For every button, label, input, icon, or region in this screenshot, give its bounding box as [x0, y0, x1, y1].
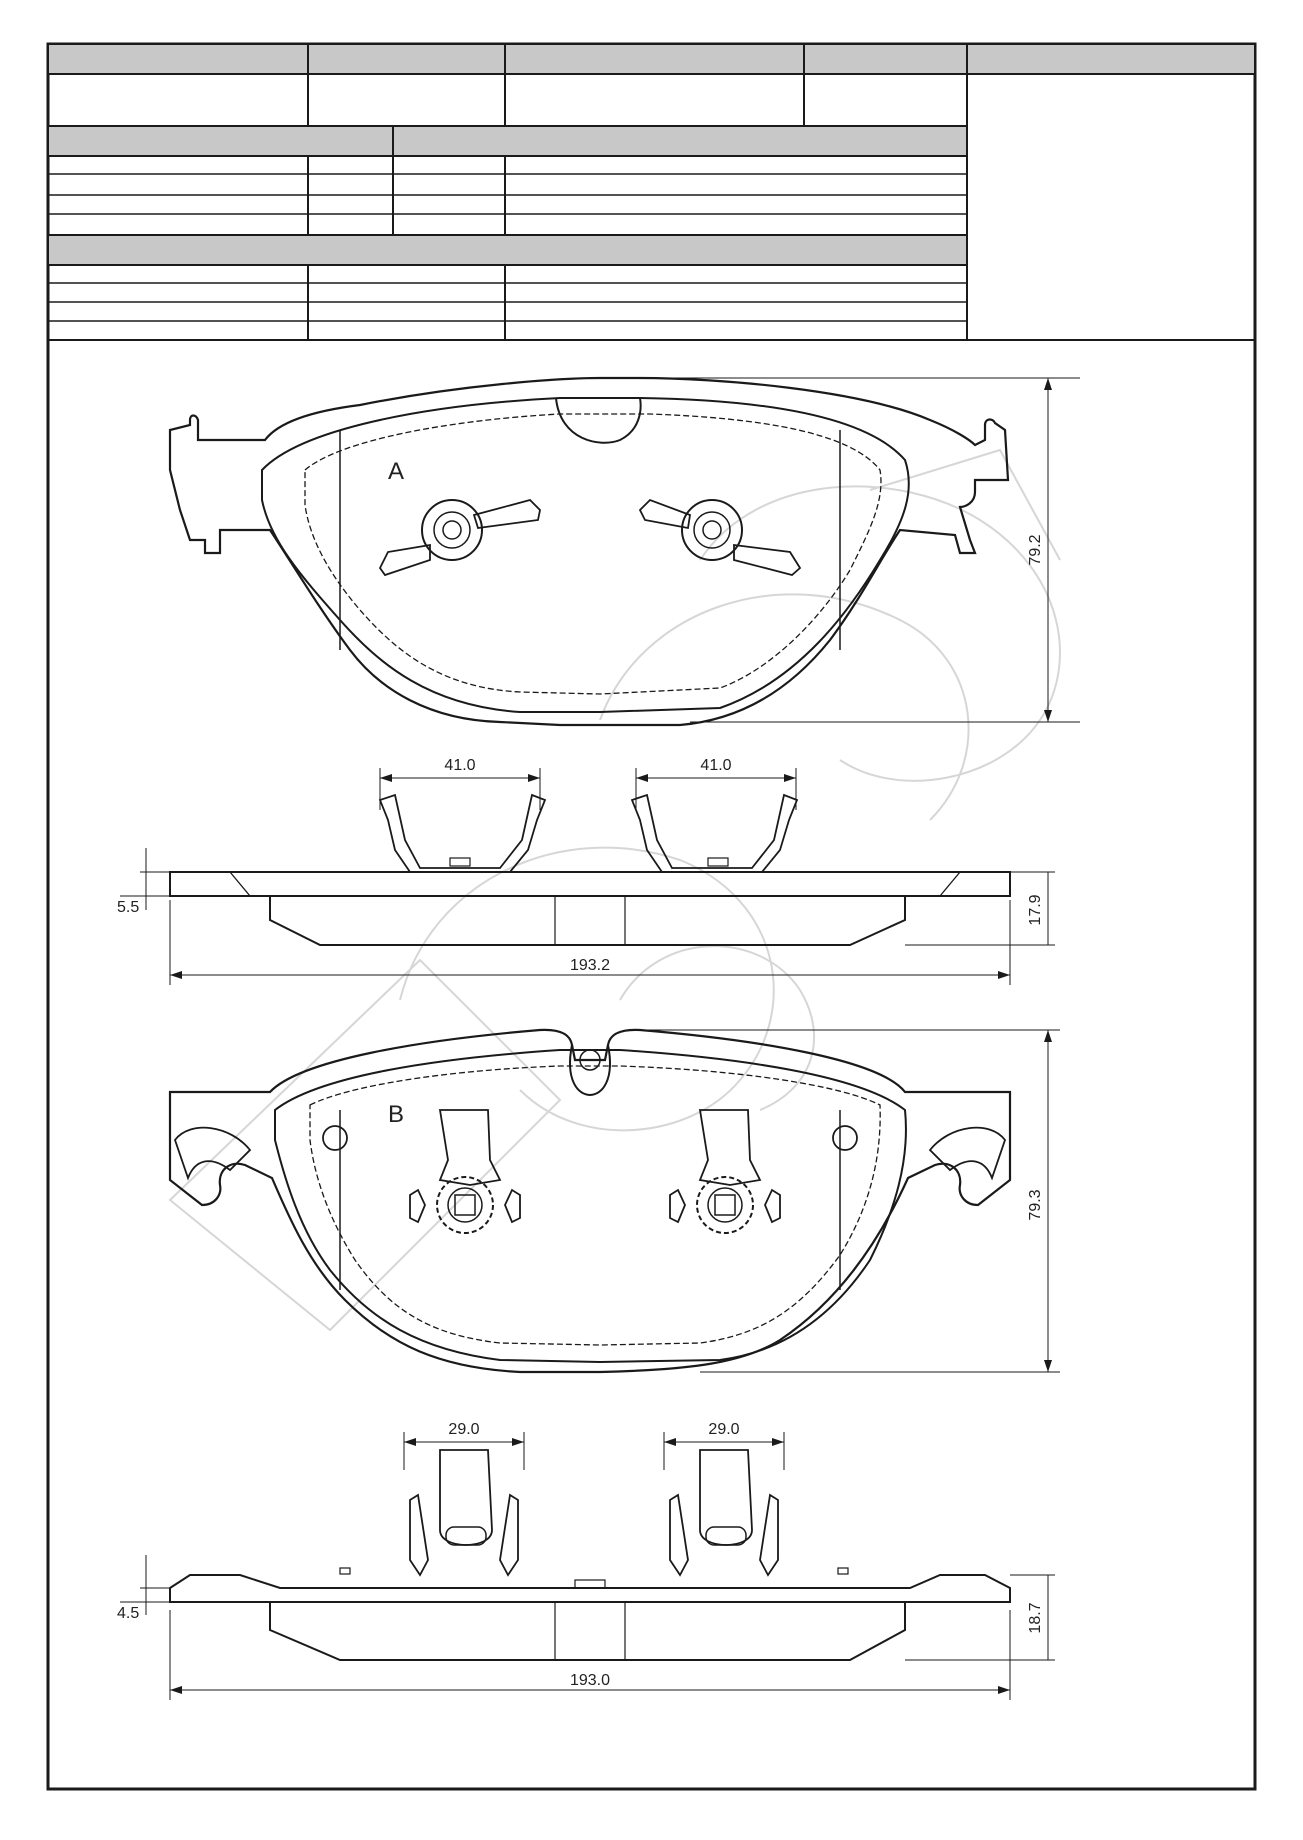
pad-a-side-view: [120, 768, 1055, 985]
pad-b-label: B: [388, 1101, 404, 1128]
pad-b-height-dimension: 79.3: [1027, 1189, 1044, 1220]
pad-a-right-clip-boss: [638, 498, 802, 576]
pad-a-left-clip-width: 41.0: [444, 757, 475, 774]
pad-b-overall-width: 193.0: [570, 1672, 610, 1689]
pad-a-height-dimension: 79.2: [1027, 534, 1044, 565]
pad-b-backplate-thickness: 4.5: [117, 1605, 139, 1622]
sheet-border: [46, 42, 1257, 1791]
title-section-header-2: [47, 234, 968, 266]
pad-b-side-view: [120, 1432, 1055, 1700]
pad-b-left-clip-boss: [409, 1109, 521, 1234]
pad-a-face-view: [168, 376, 1080, 727]
pad-a-backplate-thickness: 5.5: [117, 899, 139, 916]
pad-a-overall-width: 193.2: [570, 957, 610, 974]
pad-b-right-clip-width: 29.0: [708, 1421, 739, 1438]
pad-b-left-clip-width: 29.0: [448, 1421, 479, 1438]
title-header-row: [47, 43, 1256, 75]
pad-a-left-clip-boss: [378, 498, 541, 577]
pad-b-right-clip-boss: [669, 1109, 781, 1234]
pad-a-total-thickness: 17.9: [1027, 894, 1044, 925]
pad-a-right-clip-width: 41.0: [700, 757, 731, 774]
pad-b-total-thickness: 18.7: [1027, 1602, 1044, 1633]
title-block-table: [47, 43, 1256, 341]
watermark-logo: [168, 448, 1061, 1332]
pad-b-face-view: [168, 1028, 1060, 1374]
title-section-header-1: [47, 125, 968, 157]
pad-a-label: A: [388, 458, 404, 485]
